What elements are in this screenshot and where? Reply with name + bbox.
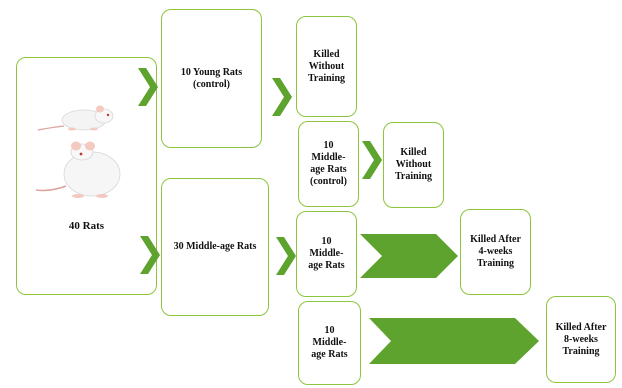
chevron-arrow-icon [138, 68, 158, 106]
box-middle-control: 10 Middle- age Rats (control) [298, 121, 359, 207]
box-young-killed-label: Killed Without Training [307, 48, 346, 84]
box-40-rats-label: 40 Rats [68, 220, 105, 232]
box-young-rats-label: 10 Young Rats (control) [180, 66, 243, 90]
box-killed-4w-label: Killed After 4-weeks Training [470, 234, 521, 269]
box-young-killed: Killed Without Training [296, 16, 357, 117]
chevron-arrow-icon [362, 141, 382, 179]
chevron-arrow-icon [272, 78, 292, 116]
arrow-right-icon [360, 234, 458, 278]
chevron-arrow-icon [276, 237, 296, 275]
box-middle-8w-label: 10 Middle- age Rats [311, 325, 348, 360]
arrow-right-icon [369, 318, 539, 364]
small-rat-icon [37, 105, 114, 131]
box-killed-8w-label: Killed After 8-weeks Training [555, 321, 607, 357]
box-middle-4w: 10 Middle- age Rats [296, 211, 357, 297]
box-middle-control-label: 10 Middle- age Rats (control) [309, 140, 348, 187]
chevron-arrow-icon [140, 236, 160, 274]
box-middle-4w-label: 10 Middle- age Rats [308, 236, 345, 271]
box-killed-4w: Killed After 4-weeks Training [460, 209, 531, 295]
box-middle-age-rats-label: 30 Middle-age Rats [173, 241, 257, 252]
box-young-rats: 10 Young Rats (control) [161, 9, 262, 148]
box-middle-8w: 10 Middle- age Rats [298, 301, 361, 385]
box-middle-control-killed-label: Killed Without Training [394, 147, 433, 182]
box-middle-control-killed: Killed Without Training [383, 122, 444, 208]
large-rat-icon [36, 141, 121, 198]
box-killed-8w: Killed After 8-weeks Training [546, 296, 616, 383]
box-middle-age-rats: 30 Middle-age Rats [161, 178, 269, 316]
rats-image [36, 105, 121, 198]
